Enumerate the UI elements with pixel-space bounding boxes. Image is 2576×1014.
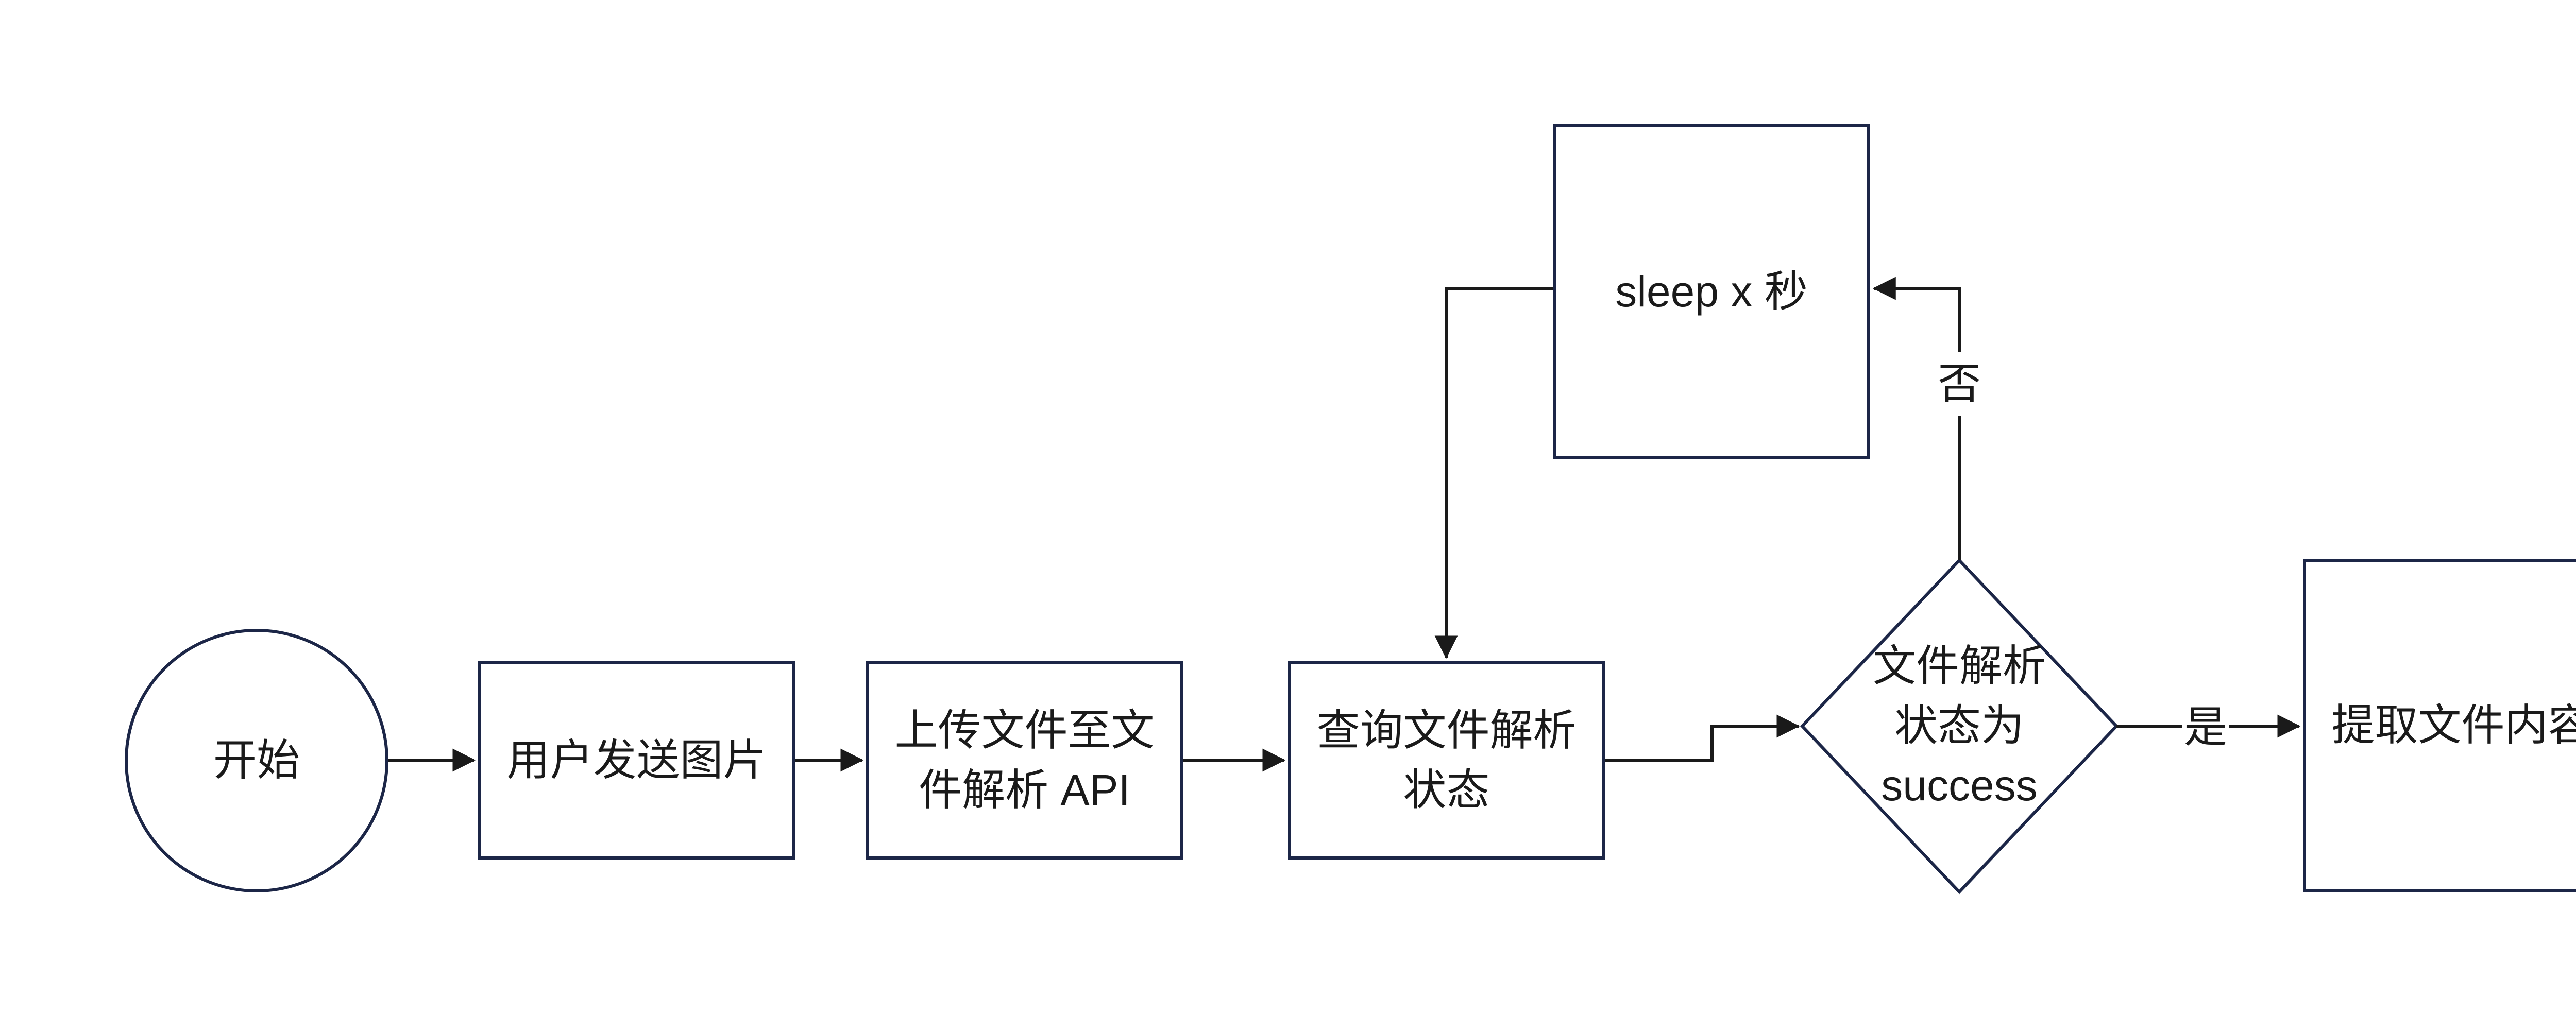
sleep-node: sleep x 秒 (1553, 124, 1870, 459)
query-status-node: 查询文件解析 状态 (1288, 661, 1605, 860)
decision-diamond-label: 文件解析 状态为 success (1872, 642, 2046, 810)
start-node: 开始 (125, 629, 388, 892)
extract-content-node: 提取文件内容 (2303, 559, 2576, 892)
connector-decision-no-to-sleep (1872, 277, 1961, 560)
user-sends-image-label: 用户发送图片 (506, 735, 767, 784)
query-status-label: 查询文件解析 状态 (1316, 706, 1577, 814)
upload-file-label: 上传文件至文 件解析 API (894, 706, 1155, 814)
user-sends-image-node: 用户发送图片 (478, 661, 795, 860)
decision-diamond: 文件解析 状态为 success (1831, 623, 2088, 829)
upload-file-node: 上传文件至文 件解析 API (866, 661, 1183, 860)
edge-label-no: 否 (1935, 352, 1984, 416)
connector-query-to-decision (1605, 714, 1800, 762)
start-node-label: 开始 (213, 736, 300, 785)
sleep-node-label: sleep x 秒 (1615, 267, 1808, 316)
extract-content-label: 提取文件内容 (2331, 701, 2576, 750)
connector-sleep-to-query (1434, 287, 1553, 659)
edge-label-yes: 是 (2181, 695, 2230, 759)
